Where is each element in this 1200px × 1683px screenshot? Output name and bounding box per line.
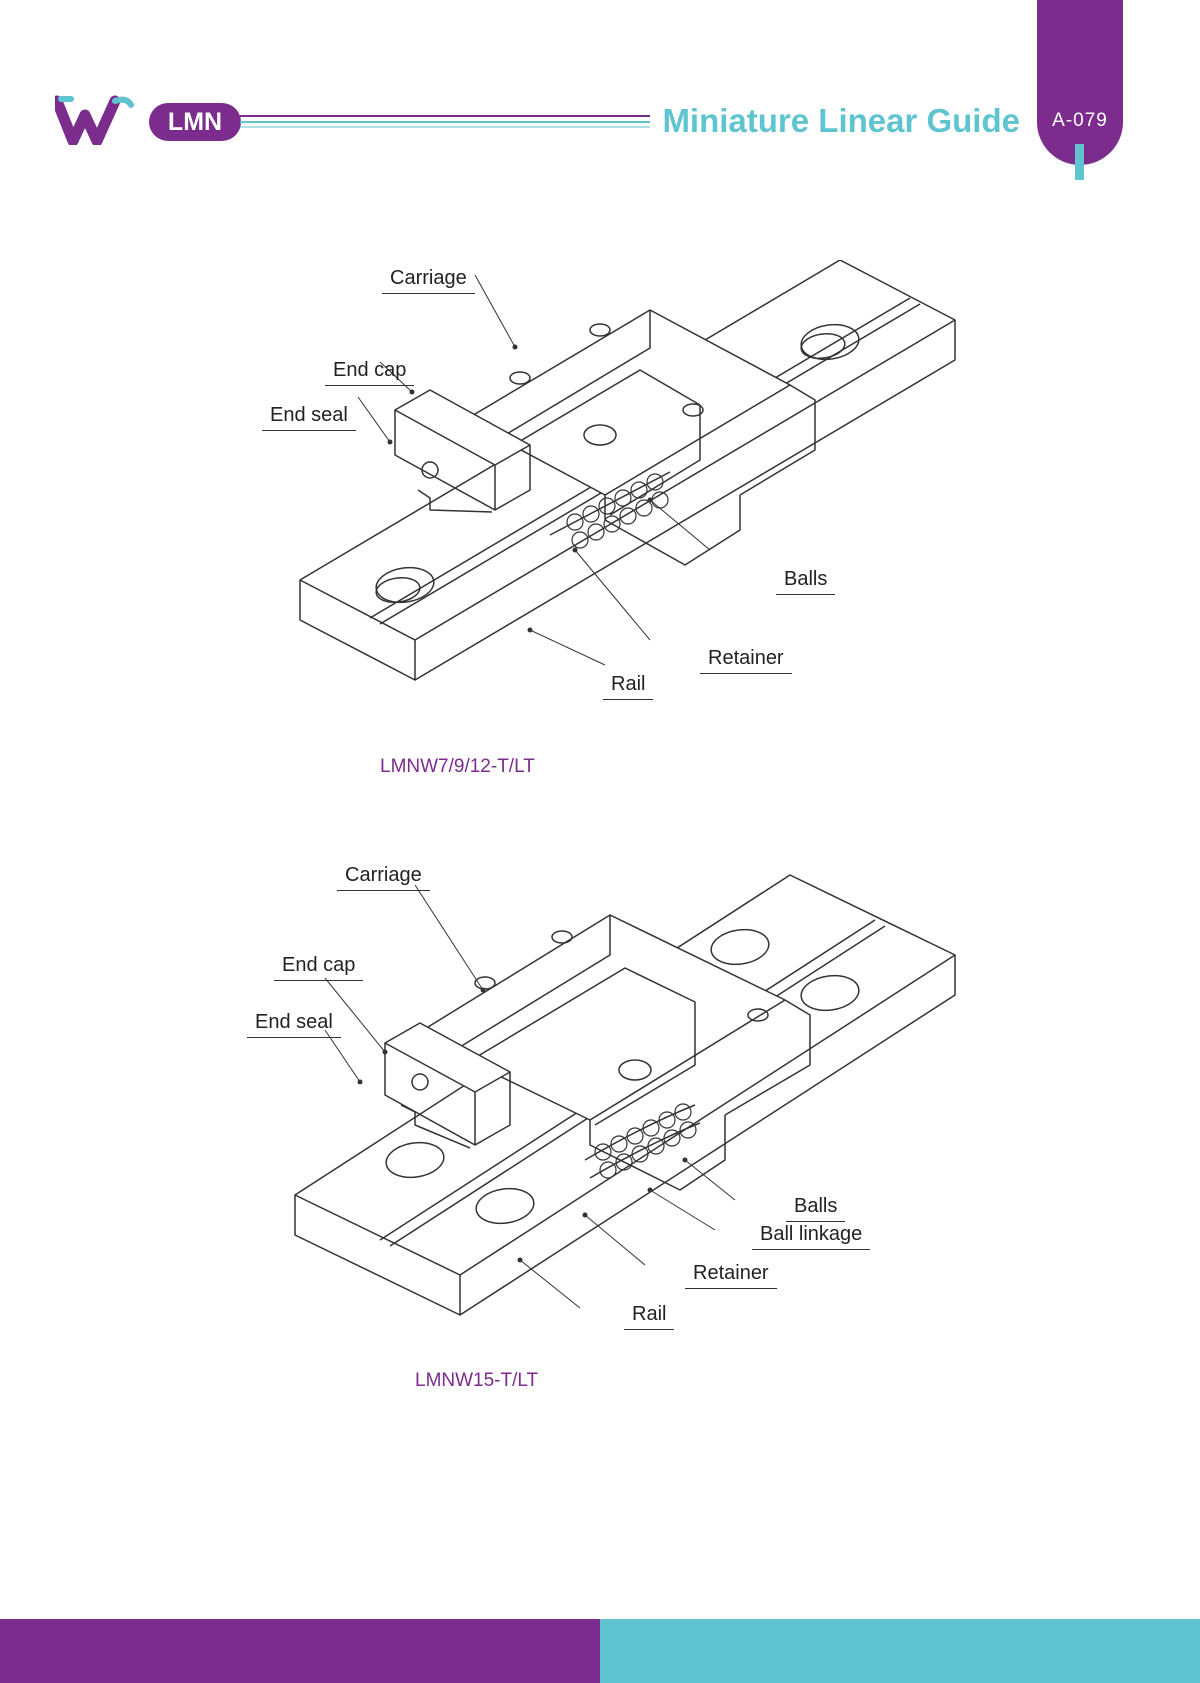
callout-end-cap-1: End cap: [325, 359, 415, 386]
brand-logo-icon: [55, 95, 134, 145]
page-tab-stem: [1075, 144, 1084, 180]
footer-band-teal: [600, 1619, 1200, 1683]
callout-carriage-1: Carriage: [382, 267, 475, 294]
figure-caption-1: LMNW7/9/12-T/LT: [380, 756, 535, 777]
page-tab: [1037, 0, 1123, 165]
callout-carriage-2: Carriage: [337, 864, 430, 891]
callout-balls-1: Balls: [776, 568, 836, 595]
callout-end-seal-1: End seal: [262, 404, 356, 431]
callout-ball-linkage-2: Ball linkage: [752, 1223, 871, 1250]
series-badge: LMN: [149, 103, 241, 141]
callout-retainer-1: Retainer: [700, 647, 792, 674]
linear-guide-drawing-2: [294, 874, 956, 1316]
linear-guide-drawing-1: [299, 260, 956, 681]
figure-caption-2: LMNW15-T/LT: [415, 1370, 539, 1391]
page-title: Miniature Linear Guide: [662, 102, 1020, 139]
callout-end-seal-2: End seal: [247, 1011, 341, 1038]
callout-rail-1: Rail: [603, 673, 654, 700]
page-number: A-079: [1052, 110, 1108, 131]
callout-balls-2: Balls: [786, 1195, 846, 1222]
callout-rail-2: Rail: [624, 1303, 675, 1330]
callout-retainer-2: Retainer: [685, 1262, 777, 1289]
footer-band-purple: [0, 1619, 600, 1683]
callout-end-cap-2: End cap: [274, 954, 364, 981]
header-rule: [240, 115, 650, 128]
